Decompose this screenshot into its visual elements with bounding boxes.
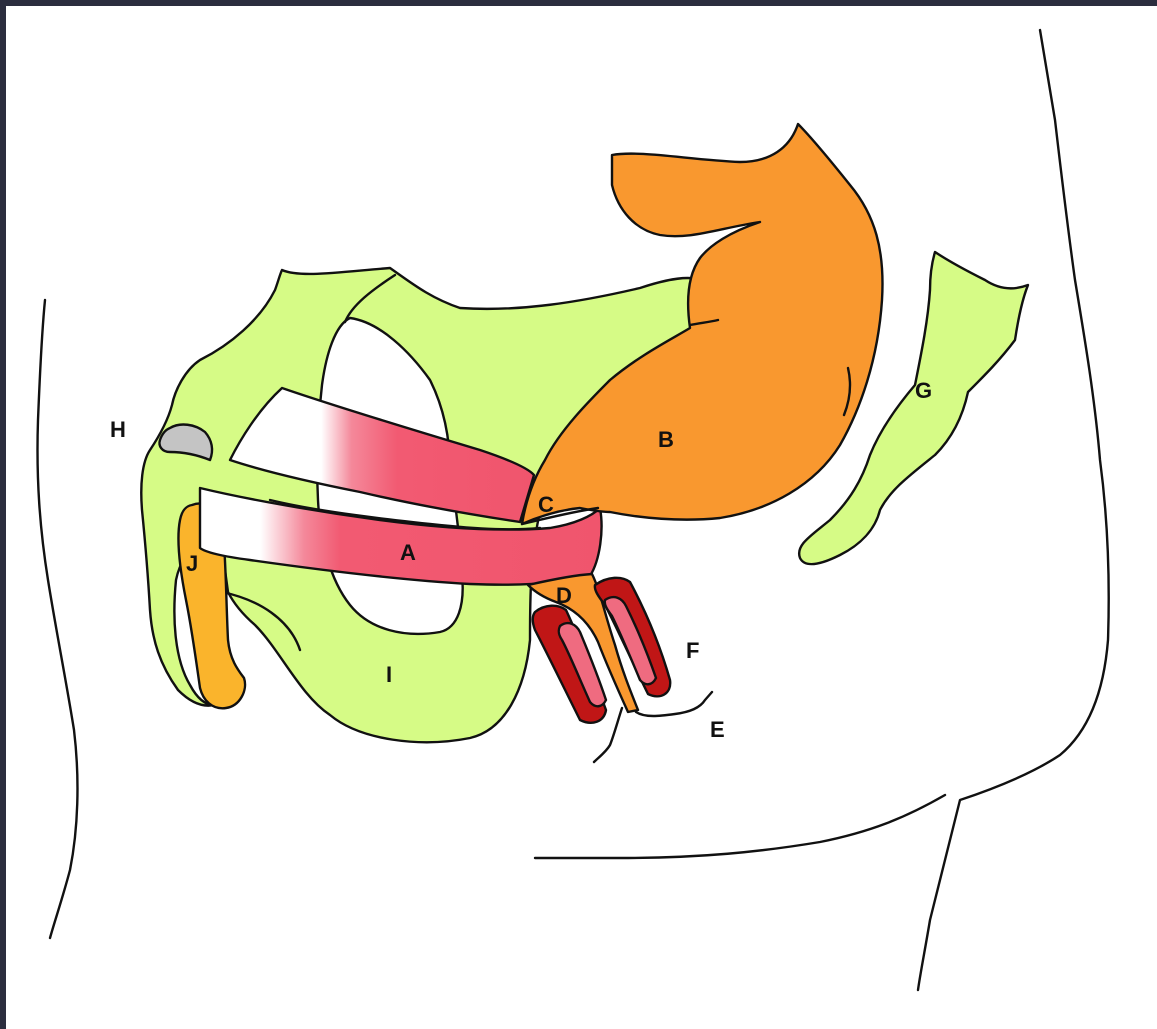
tube-e-line-2 [636,692,712,716]
body-outline-left [37,300,77,938]
label-a: A [400,540,416,565]
label-e: E [710,717,725,742]
label-j: J [186,551,198,576]
label-d: D [556,583,572,608]
anatomy-diagram: A B C D E F G H I J [6,6,1157,1029]
label-c: C [538,492,554,517]
body-outline-bottom [535,795,945,858]
label-g: G [915,378,932,403]
label-f: F [686,638,699,663]
body-outline-right [918,30,1109,990]
diagram-canvas: A B C D E F G H I J [6,6,1157,1029]
label-h: H [110,417,126,442]
label-b: B [658,427,674,452]
label-i: I [386,662,392,687]
